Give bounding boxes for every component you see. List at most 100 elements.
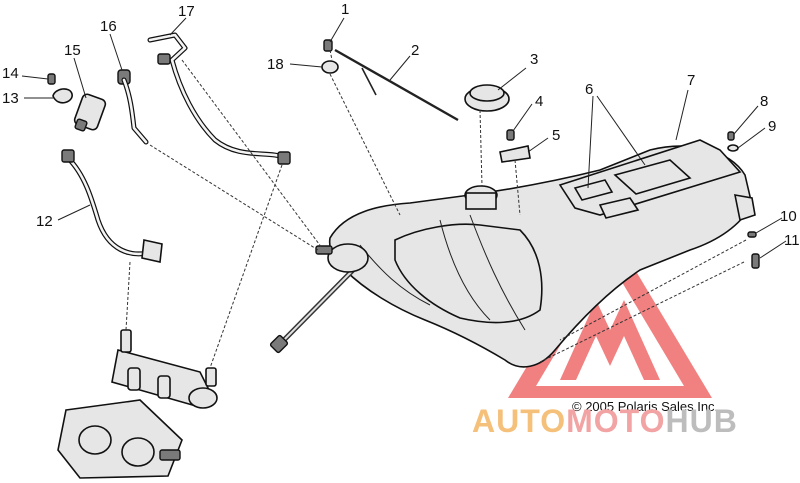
fuel-tank-rib-1 (439, 219, 491, 321)
pump-fitting (315, 245, 333, 255)
watermark-m-shape (560, 300, 660, 380)
callout-10: 10 (780, 208, 797, 225)
assembly-line-2 (329, 73, 401, 216)
callout-5: 5 (552, 127, 560, 144)
throttle-bore-1 (78, 425, 112, 455)
pump-flange (327, 243, 369, 273)
assembly-line-10 (479, 109, 483, 187)
assembly-line-7 (559, 239, 747, 341)
leader-18 (289, 63, 323, 68)
washer-10 (747, 231, 757, 238)
throttle-body-housing (57, 399, 183, 479)
hose-17-fitting-a (157, 53, 171, 65)
leader-16 (109, 33, 123, 71)
fuel-cap (464, 84, 510, 112)
leader-2 (389, 55, 411, 81)
leader-6b (596, 95, 646, 166)
sender-wire-inner (281, 267, 356, 343)
screw-8 (727, 131, 735, 141)
filter-outlet (74, 118, 88, 132)
leader-4 (512, 103, 533, 132)
callout-18: 18 (267, 56, 284, 73)
bolt-11 (751, 253, 760, 269)
callout-9: 9 (768, 118, 776, 135)
callout-6: 6 (585, 81, 593, 98)
callouts: 1 2 3 4 5 6 7 8 9 10 11 12 13 14 15 16 1… (2, 1, 800, 249)
watermark-moto: MOTO (566, 403, 665, 439)
tank-mount-tab (733, 194, 756, 222)
tank-pad-patch-3 (598, 197, 640, 219)
leader-8 (733, 105, 759, 135)
injector-2 (157, 375, 171, 399)
hose-16-inner (122, 78, 148, 144)
screw-1 (323, 39, 333, 52)
injector-1 (127, 367, 141, 391)
callout-15: 15 (64, 42, 81, 59)
callout-1: 1 (341, 1, 349, 18)
leader-12 (57, 204, 91, 221)
callout-12: 12 (36, 213, 53, 230)
tank-pad-patch-2 (613, 159, 692, 195)
leader-11 (759, 240, 787, 259)
callout-17: 17 (178, 3, 195, 20)
assembly-line-9 (514, 159, 521, 216)
leader-3 (497, 67, 527, 91)
fuel-cap-top (469, 84, 505, 102)
leader-10 (755, 217, 783, 234)
hose-17-fitting-b (277, 151, 291, 165)
watermark-auto: AUTO (472, 403, 566, 439)
hose-12-end (141, 239, 163, 263)
vent-rod (334, 48, 459, 122)
callout-3: 3 (530, 51, 538, 68)
fuel-tank-rib-2 (469, 214, 526, 331)
callout-13: 13 (2, 90, 19, 107)
watermark-logo (508, 228, 712, 398)
throttle-body (57, 399, 183, 479)
screw-14 (47, 73, 56, 85)
leader-7 (675, 89, 689, 141)
assembly-line-4 (181, 59, 323, 249)
hose-12-fitting (61, 149, 75, 163)
leader-lines (21, 17, 787, 369)
callout-7: 7 (687, 72, 695, 89)
tank-pad (558, 139, 742, 219)
leader-9 (737, 127, 766, 149)
sender-connector (269, 334, 289, 354)
fuel-rail (111, 329, 218, 409)
filter-clamp-13 (52, 88, 73, 104)
callout-14: 14 (2, 65, 19, 82)
screw-4 (506, 129, 515, 141)
tank-pad-patch-1 (573, 179, 614, 201)
copyright-text: © 2005 Polaris Sales Inc. (572, 399, 718, 414)
callout-4: 4 (535, 93, 543, 110)
hose-17 (147, 32, 288, 161)
watermark-hub: HUB (665, 403, 737, 439)
washer-9 (727, 144, 739, 152)
assembly-line-8 (539, 261, 745, 363)
assembly-line-3 (149, 144, 319, 251)
fuel-tank-side-panel (394, 223, 543, 324)
bracket-5 (499, 145, 531, 163)
leader-14 (21, 75, 49, 80)
grommet-18 (321, 60, 339, 74)
filler-neck-base (465, 192, 497, 210)
throttle-linkage (159, 449, 181, 461)
leader-5 (527, 137, 549, 153)
leader-15 (73, 57, 87, 99)
callout-11: 11 (784, 232, 800, 249)
assembly-line-5 (209, 164, 283, 369)
fuel-rail-outlet (205, 367, 217, 387)
callout-8: 8 (760, 93, 768, 110)
hose-17-inner (148, 33, 287, 160)
fuel-rail-inlet (120, 329, 132, 353)
leader-6a (587, 95, 594, 189)
fuel-rail-regulator (188, 387, 218, 409)
leader-17 (169, 17, 187, 36)
assembly-line-6 (125, 261, 131, 331)
vent-rod-link (361, 67, 377, 96)
callout-2: 2 (411, 42, 419, 59)
watermark-text: AUTOMOTOHUB (472, 403, 738, 439)
assembly-line-1 (329, 49, 333, 61)
leader-1 (329, 17, 345, 43)
